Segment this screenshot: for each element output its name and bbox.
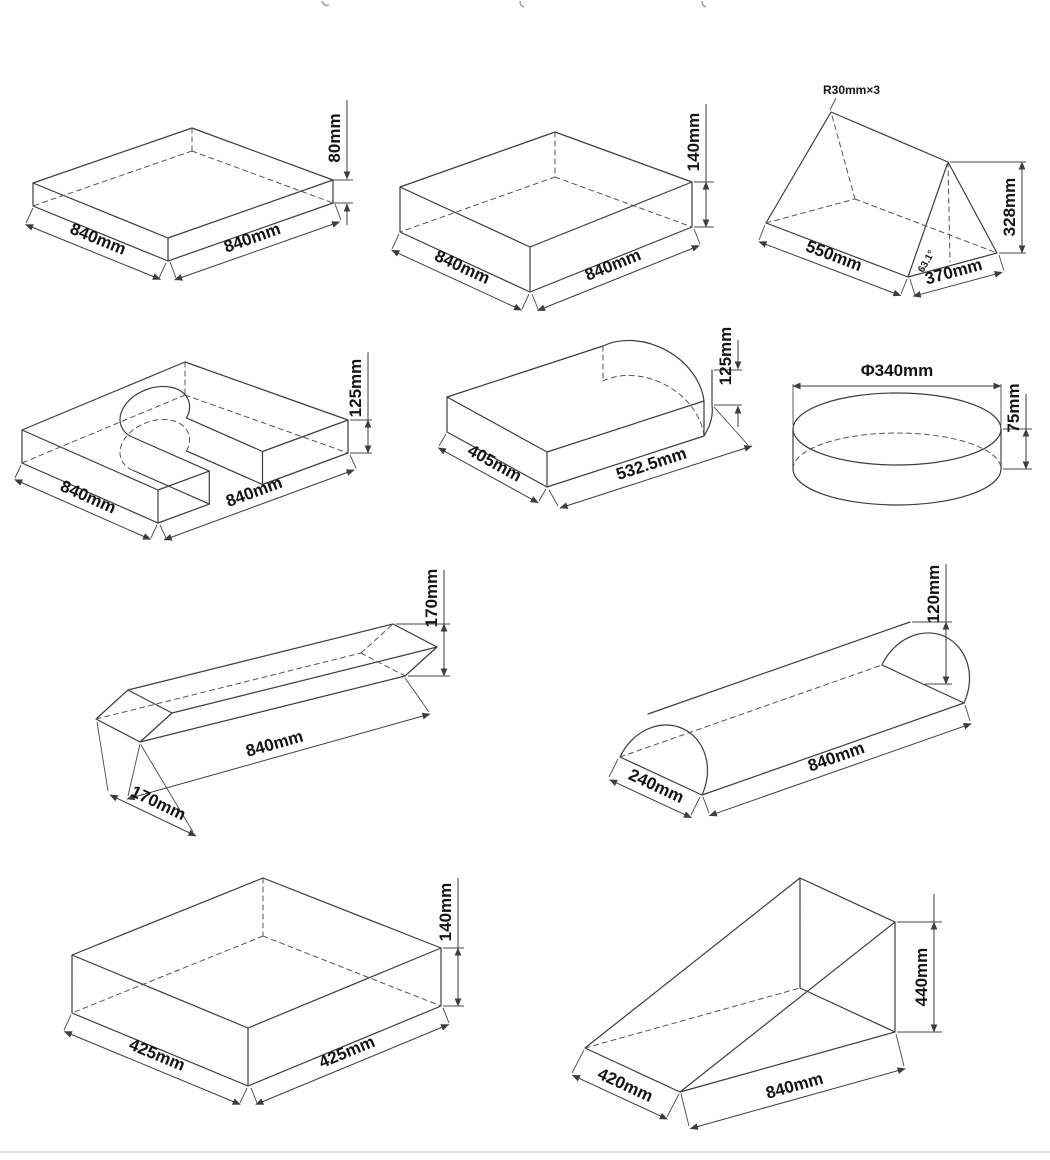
label-height: 120mm — [924, 565, 943, 624]
hidden-edges — [95, 623, 406, 720]
ext-lines — [792, 384, 1032, 470]
dim-line-depth — [536, 245, 700, 312]
outline-edges — [765, 111, 998, 278]
label-width: 240mm — [626, 765, 687, 807]
dim-line-depth — [163, 469, 355, 541]
dim-line-width — [437, 447, 539, 504]
label-depth: 425mm — [316, 1032, 377, 1072]
dim-line-width — [758, 241, 902, 297]
dim-line-width — [609, 779, 692, 819]
drawing-half-cylinder: 120mm 840mm 240mm — [608, 564, 972, 819]
drawing-round-disc: Φ340mm 75mm — [792, 361, 1032, 506]
ext-lines — [25, 179, 353, 279]
label-height: 328mm — [1000, 178, 1019, 237]
dim-line-width — [109, 794, 197, 837]
ext-lines — [438, 369, 749, 507]
label-depth: 840mm — [223, 473, 285, 511]
drawing-wedge-ramp: 440mm 840mm 420mm — [571, 877, 942, 1130]
hidden-edges — [32, 127, 334, 207]
label-width: 840mm — [58, 476, 119, 517]
drawing-flat-square-mat: 840mm 840mm 80mm — [25, 100, 353, 281]
dim-line-width — [571, 1074, 668, 1120]
hidden-edges — [399, 131, 693, 233]
label-length: 840mm — [244, 727, 306, 761]
label-width: 550mm — [803, 237, 865, 276]
hidden-edges — [765, 111, 998, 263]
dim-line-depth — [174, 221, 341, 281]
label-radius-note: R30mm×3 — [823, 83, 880, 97]
drawing-square-block: 425mm 425mm 140mm — [63, 877, 464, 1105]
dim-line-width — [14, 479, 152, 540]
hidden-edges — [602, 345, 705, 437]
ext-lines — [758, 97, 1026, 296]
ext-lines — [608, 621, 971, 816]
label-depth: 840mm — [582, 245, 643, 284]
dim-line-depth — [255, 1024, 450, 1105]
dim-line-length — [689, 1067, 906, 1130]
cropped-header-fragments — [321, 0, 707, 8]
label-depth: 532.5mm — [614, 444, 689, 484]
drawing-u-shaped-mat: 840mm 840mm 125mm — [14, 352, 372, 541]
drawing-thick-square-mat: 840mm 840mm 140mm — [391, 104, 714, 312]
ext-lines — [63, 947, 464, 1104]
outline-edges — [95, 623, 438, 743]
hidden-edges — [584, 987, 801, 1049]
dim-line-width — [25, 224, 161, 280]
label-height: 75mm — [1004, 383, 1023, 432]
dim-line-width — [391, 249, 523, 311]
hidden-edges — [792, 432, 1002, 470]
outline-edges — [619, 621, 971, 796]
label-depth: 840mm — [221, 219, 283, 256]
label-length: 840mm — [764, 1069, 826, 1103]
outline-edges — [792, 428, 1002, 506]
dim-line-width — [63, 1031, 241, 1105]
drawing-d-shaped-mat: 405mm 532.5mm 125mm — [437, 327, 753, 509]
label-height: 140mm — [436, 883, 455, 942]
dim-line-length — [126, 712, 431, 801]
label-height: 170mm — [422, 569, 441, 628]
label-height: 125mm — [346, 359, 365, 418]
label-width: 425mm — [126, 1035, 187, 1075]
drawing-long-beam: 170mm 840mm 170mm — [95, 569, 450, 837]
outline-edges — [71, 877, 442, 1087]
hidden-edges — [71, 877, 442, 1014]
hidden-edges — [619, 664, 883, 758]
drawing-triangle-prism: 550mm 370mm 328mm R30mm×3 63.1° — [758, 83, 1026, 298]
outline-edges — [32, 127, 334, 262]
label-height: 125mm — [716, 327, 735, 386]
label-width: 840mm — [432, 246, 493, 288]
dim-line-length — [708, 723, 972, 817]
ext-lines — [14, 419, 372, 539]
ext-lines — [571, 921, 942, 1127]
outline-edges — [584, 877, 896, 1093]
label-length: 840mm — [805, 738, 867, 775]
dim-line-depth — [912, 270, 1003, 298]
label-height: 440mm — [912, 948, 931, 1007]
label-height: 80mm — [325, 113, 344, 162]
label-width: 840mm — [67, 219, 128, 259]
top-ellipse — [792, 392, 1002, 466]
hidden-edges — [21, 361, 349, 471]
outline-edges — [399, 131, 693, 293]
label-height: 140mm — [684, 113, 703, 172]
label-diameter: Φ340mm — [861, 361, 934, 380]
dim-line-depth — [559, 445, 753, 509]
header-fragment-marks — [321, 0, 707, 8]
